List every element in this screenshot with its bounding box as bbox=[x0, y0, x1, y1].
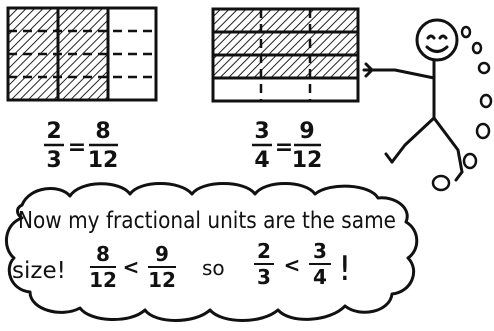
bubble-frac3-numerator: 2 bbox=[257, 239, 271, 263]
thought-circle bbox=[462, 152, 478, 170]
stick-figure-left-leg bbox=[390, 116, 436, 164]
left-lhs-denominator: 3 bbox=[46, 148, 61, 173]
thought-circle bbox=[477, 61, 491, 75]
stick-figure bbox=[362, 18, 464, 182]
bubble-less-than-2: < bbox=[284, 253, 301, 277]
bubble-frac3-denominator: 3 bbox=[257, 265, 271, 289]
thought-circle bbox=[431, 174, 451, 192]
bubble-size-text: size! bbox=[12, 258, 66, 284]
bubble-frac1-denominator: 12 bbox=[89, 268, 117, 292]
stick-figure-right-foot bbox=[454, 170, 464, 182]
thought-circle bbox=[475, 122, 491, 140]
bubble-line-1: Now my fractional units are the same bbox=[18, 208, 396, 234]
stick-figure-smile bbox=[425, 45, 449, 53]
right-lhs-numerator: 3 bbox=[254, 119, 269, 144]
left-lhs-numerator: 2 bbox=[46, 119, 61, 144]
bubble-frac4-numerator: 3 bbox=[313, 239, 327, 263]
bubble-less-than-1: < bbox=[123, 255, 140, 279]
stick-figure-hand bbox=[362, 62, 374, 78]
right-shaded-region bbox=[213, 9, 358, 78]
stick-figure-head bbox=[415, 18, 459, 62]
bubble-so-text: so bbox=[202, 256, 225, 280]
bubble-frac2-numerator: 9 bbox=[155, 242, 169, 266]
bubble-frac1-numerator: 8 bbox=[96, 242, 110, 266]
bubble-exclamation: ! bbox=[338, 249, 352, 289]
bubble-text-group: Now my fractional units are the same siz… bbox=[12, 208, 396, 292]
thought-circle bbox=[471, 41, 483, 55]
thought-circle bbox=[460, 25, 472, 39]
stick-figure-left-foot bbox=[384, 152, 394, 164]
right-equation: 3 4 = 9 12 bbox=[252, 119, 322, 173]
bubble-frac4-denominator: 4 bbox=[313, 265, 327, 289]
stick-figure-right-leg bbox=[432, 116, 464, 174]
right-equals-sign: = bbox=[275, 135, 293, 160]
bubble-frac2-denominator: 12 bbox=[148, 268, 176, 292]
right-area-model bbox=[211, 7, 360, 103]
stick-figure-arm bbox=[370, 68, 436, 80]
thought-trail bbox=[431, 25, 493, 192]
left-area-model bbox=[6, 6, 158, 102]
stick-figure-right-eye bbox=[438, 34, 448, 40]
right-rhs-numerator: 9 bbox=[299, 119, 314, 144]
right-lhs-denominator: 4 bbox=[254, 148, 269, 173]
right-rhs-denominator: 12 bbox=[292, 148, 323, 173]
thought-bubble bbox=[5, 182, 419, 322]
thought-circle bbox=[479, 93, 493, 109]
stick-figure-left-eye bbox=[426, 34, 436, 40]
left-equals-sign: = bbox=[68, 135, 86, 160]
left-rhs-numerator: 8 bbox=[95, 119, 110, 144]
left-equation: 2 3 = 8 12 bbox=[44, 119, 118, 173]
left-rhs-denominator: 12 bbox=[88, 148, 119, 173]
